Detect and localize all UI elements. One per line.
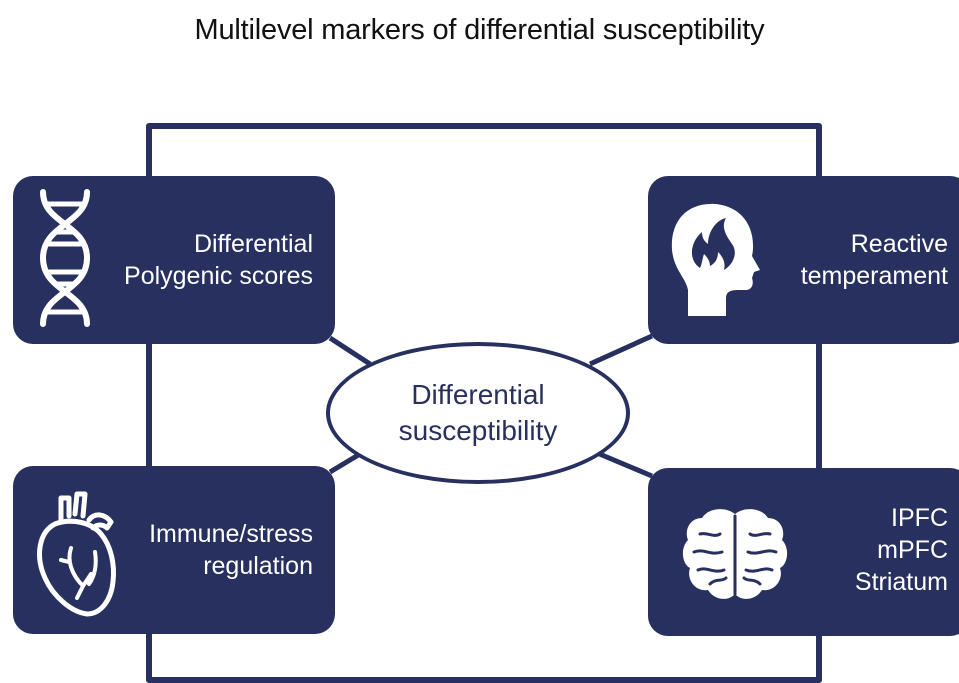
center-label-line1: Differential: [411, 379, 545, 410]
box-polygenic-scores: Differential Polygenic scores: [13, 176, 335, 344]
box-genes-line1: Differential: [193, 230, 313, 258]
box-brain-text: IPFC mPFC Striatum: [855, 502, 948, 598]
box-immune-text: Immune/stress regulation: [149, 518, 313, 582]
dna-icon: [39, 189, 91, 327]
box-genes-line2: Polygenic scores: [124, 262, 313, 290]
connector-top-right: [588, 333, 654, 367]
box-reactive-temperament: Reactive temperament: [648, 176, 959, 344]
box-temp-text: Reactive temperament: [801, 228, 948, 292]
heart-icon: [37, 491, 116, 617]
connector-top-left: [328, 335, 372, 367]
box-genes-text: Differential Polygenic scores: [124, 228, 313, 292]
box-brain-line2: mPFC: [877, 536, 948, 564]
brain-icon: [682, 509, 788, 599]
center-ellipse: Differential susceptibility: [326, 342, 630, 484]
box-temp-line1: Reactive: [850, 230, 948, 258]
box-immune-line1: Immune/stress: [149, 520, 313, 548]
connector-lines: [328, 333, 654, 479]
box-brain-regions: IPFC mPFC Striatum: [648, 468, 959, 636]
box-brain-line1: IPFC: [891, 504, 948, 532]
box-brain-line3: Striatum: [854, 568, 948, 596]
box-temp-line2: temperament: [800, 262, 948, 290]
diagram-title: Multilevel markers of differential susce…: [194, 14, 765, 46]
box-immune-stress: Immune/stress regulation: [13, 466, 335, 634]
center-label-line2: susceptibility: [398, 415, 558, 446]
box-immune-line2: regulation: [203, 552, 313, 580]
head-flame-icon: [671, 203, 760, 316]
